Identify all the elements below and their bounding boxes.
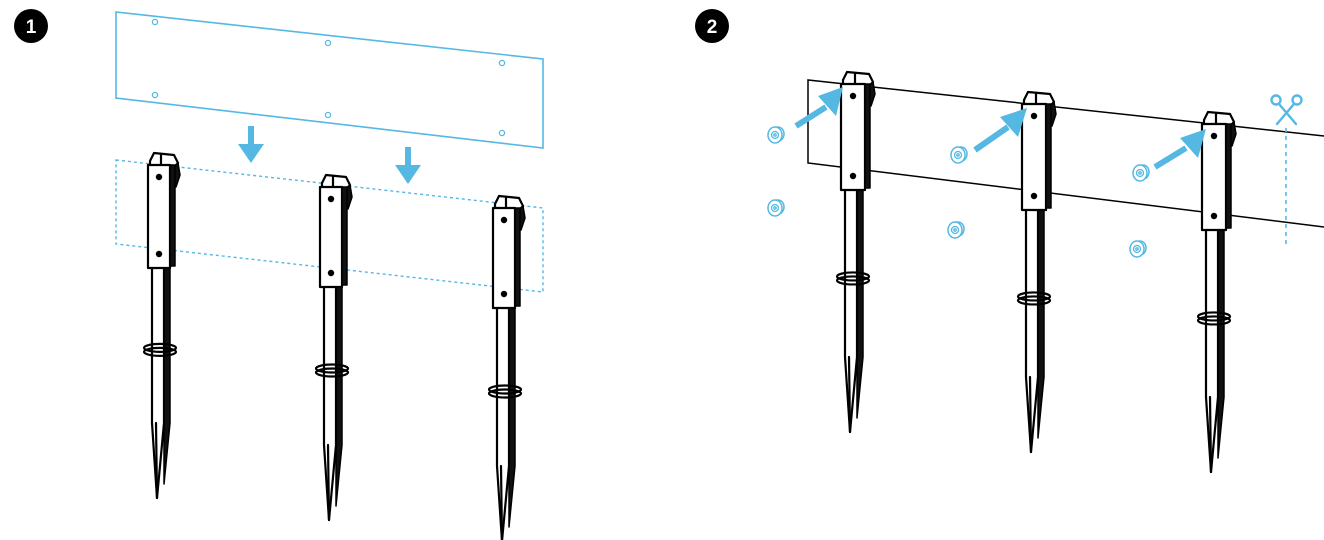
screw-icon [1132, 164, 1150, 182]
bracket-hole [500, 290, 508, 298]
plank-hole [324, 39, 332, 47]
garden-stake [835, 70, 876, 434]
arrow-diagonal-icon [1153, 129, 1206, 170]
arrow-down-icon [395, 147, 421, 184]
bracket-hole [155, 173, 163, 181]
bracket-hole [327, 195, 335, 203]
plank-hole [498, 59, 506, 67]
garden-stake [142, 151, 181, 500]
bracket-hole [1030, 112, 1038, 120]
bracket-hole [500, 216, 508, 224]
screw-icon [950, 146, 968, 164]
bracket-hole [849, 172, 857, 180]
scissors-icon [1270, 94, 1303, 126]
garden-stake [1016, 90, 1057, 454]
plank-hole [324, 111, 332, 119]
screw-icon [767, 199, 785, 217]
step-1-panel: 1 [14, 9, 544, 540]
step-2-panel: 2 [695, 9, 1324, 474]
bracket-hole [1210, 212, 1218, 220]
arrow-diagonal-icon [794, 87, 843, 129]
step-2-number: 2 [707, 17, 718, 38]
bracket-hole [1030, 192, 1038, 200]
bracket-hole [849, 92, 857, 100]
bracket-hole [327, 269, 335, 277]
arrow-down-icon [238, 126, 264, 163]
arrow-diagonal-icon [973, 108, 1027, 153]
step-1-badge: 1 [14, 9, 48, 43]
screw-icon [1129, 240, 1147, 258]
plank-hole [151, 91, 159, 99]
screw-icon [947, 221, 965, 239]
plank-hole [498, 129, 506, 137]
step-1-number: 1 [26, 17, 37, 38]
step-2-badge: 2 [695, 9, 729, 43]
garden-stake [487, 194, 526, 540]
plank-floating [115, 11, 544, 149]
screw-icon [767, 126, 785, 144]
plank-hole [151, 18, 159, 26]
garden-stake [314, 173, 353, 522]
bracket-hole [155, 250, 163, 258]
bracket-hole [1210, 132, 1218, 140]
plank-mounted [807, 79, 1324, 228]
garden-stake [1196, 110, 1237, 474]
